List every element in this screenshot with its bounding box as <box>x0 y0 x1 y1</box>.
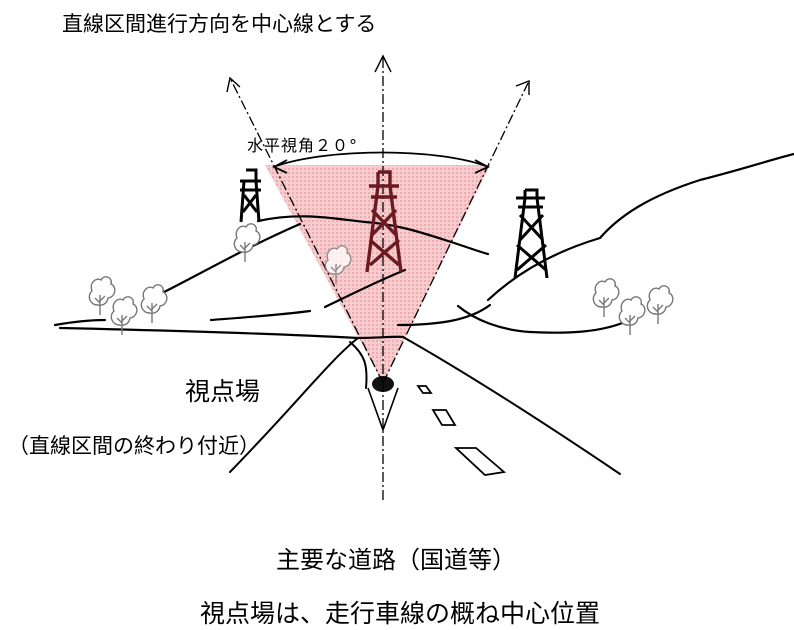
viewing-angle-label: 水平視角２０° <box>247 136 359 155</box>
diagram-title: 直線区間進行方向を中心線とする <box>62 12 377 36</box>
road <box>229 336 621 476</box>
viewpoint-label: 視点場 <box>185 377 261 406</box>
road-label: 主要な道路（国道等） <box>276 546 516 574</box>
tower-right <box>513 188 549 279</box>
view-cone <box>265 165 490 383</box>
tower-left <box>239 168 261 223</box>
angle-arc <box>271 151 491 174</box>
direction-lines <box>230 58 529 500</box>
viewpoint-note: 視点場は、走行車線の概ね中心位置 <box>200 599 601 628</box>
viewpoint-sub-label: （直線区間の終わり付近） <box>8 434 260 458</box>
tower-center <box>365 170 403 273</box>
arrowheads <box>226 54 530 95</box>
